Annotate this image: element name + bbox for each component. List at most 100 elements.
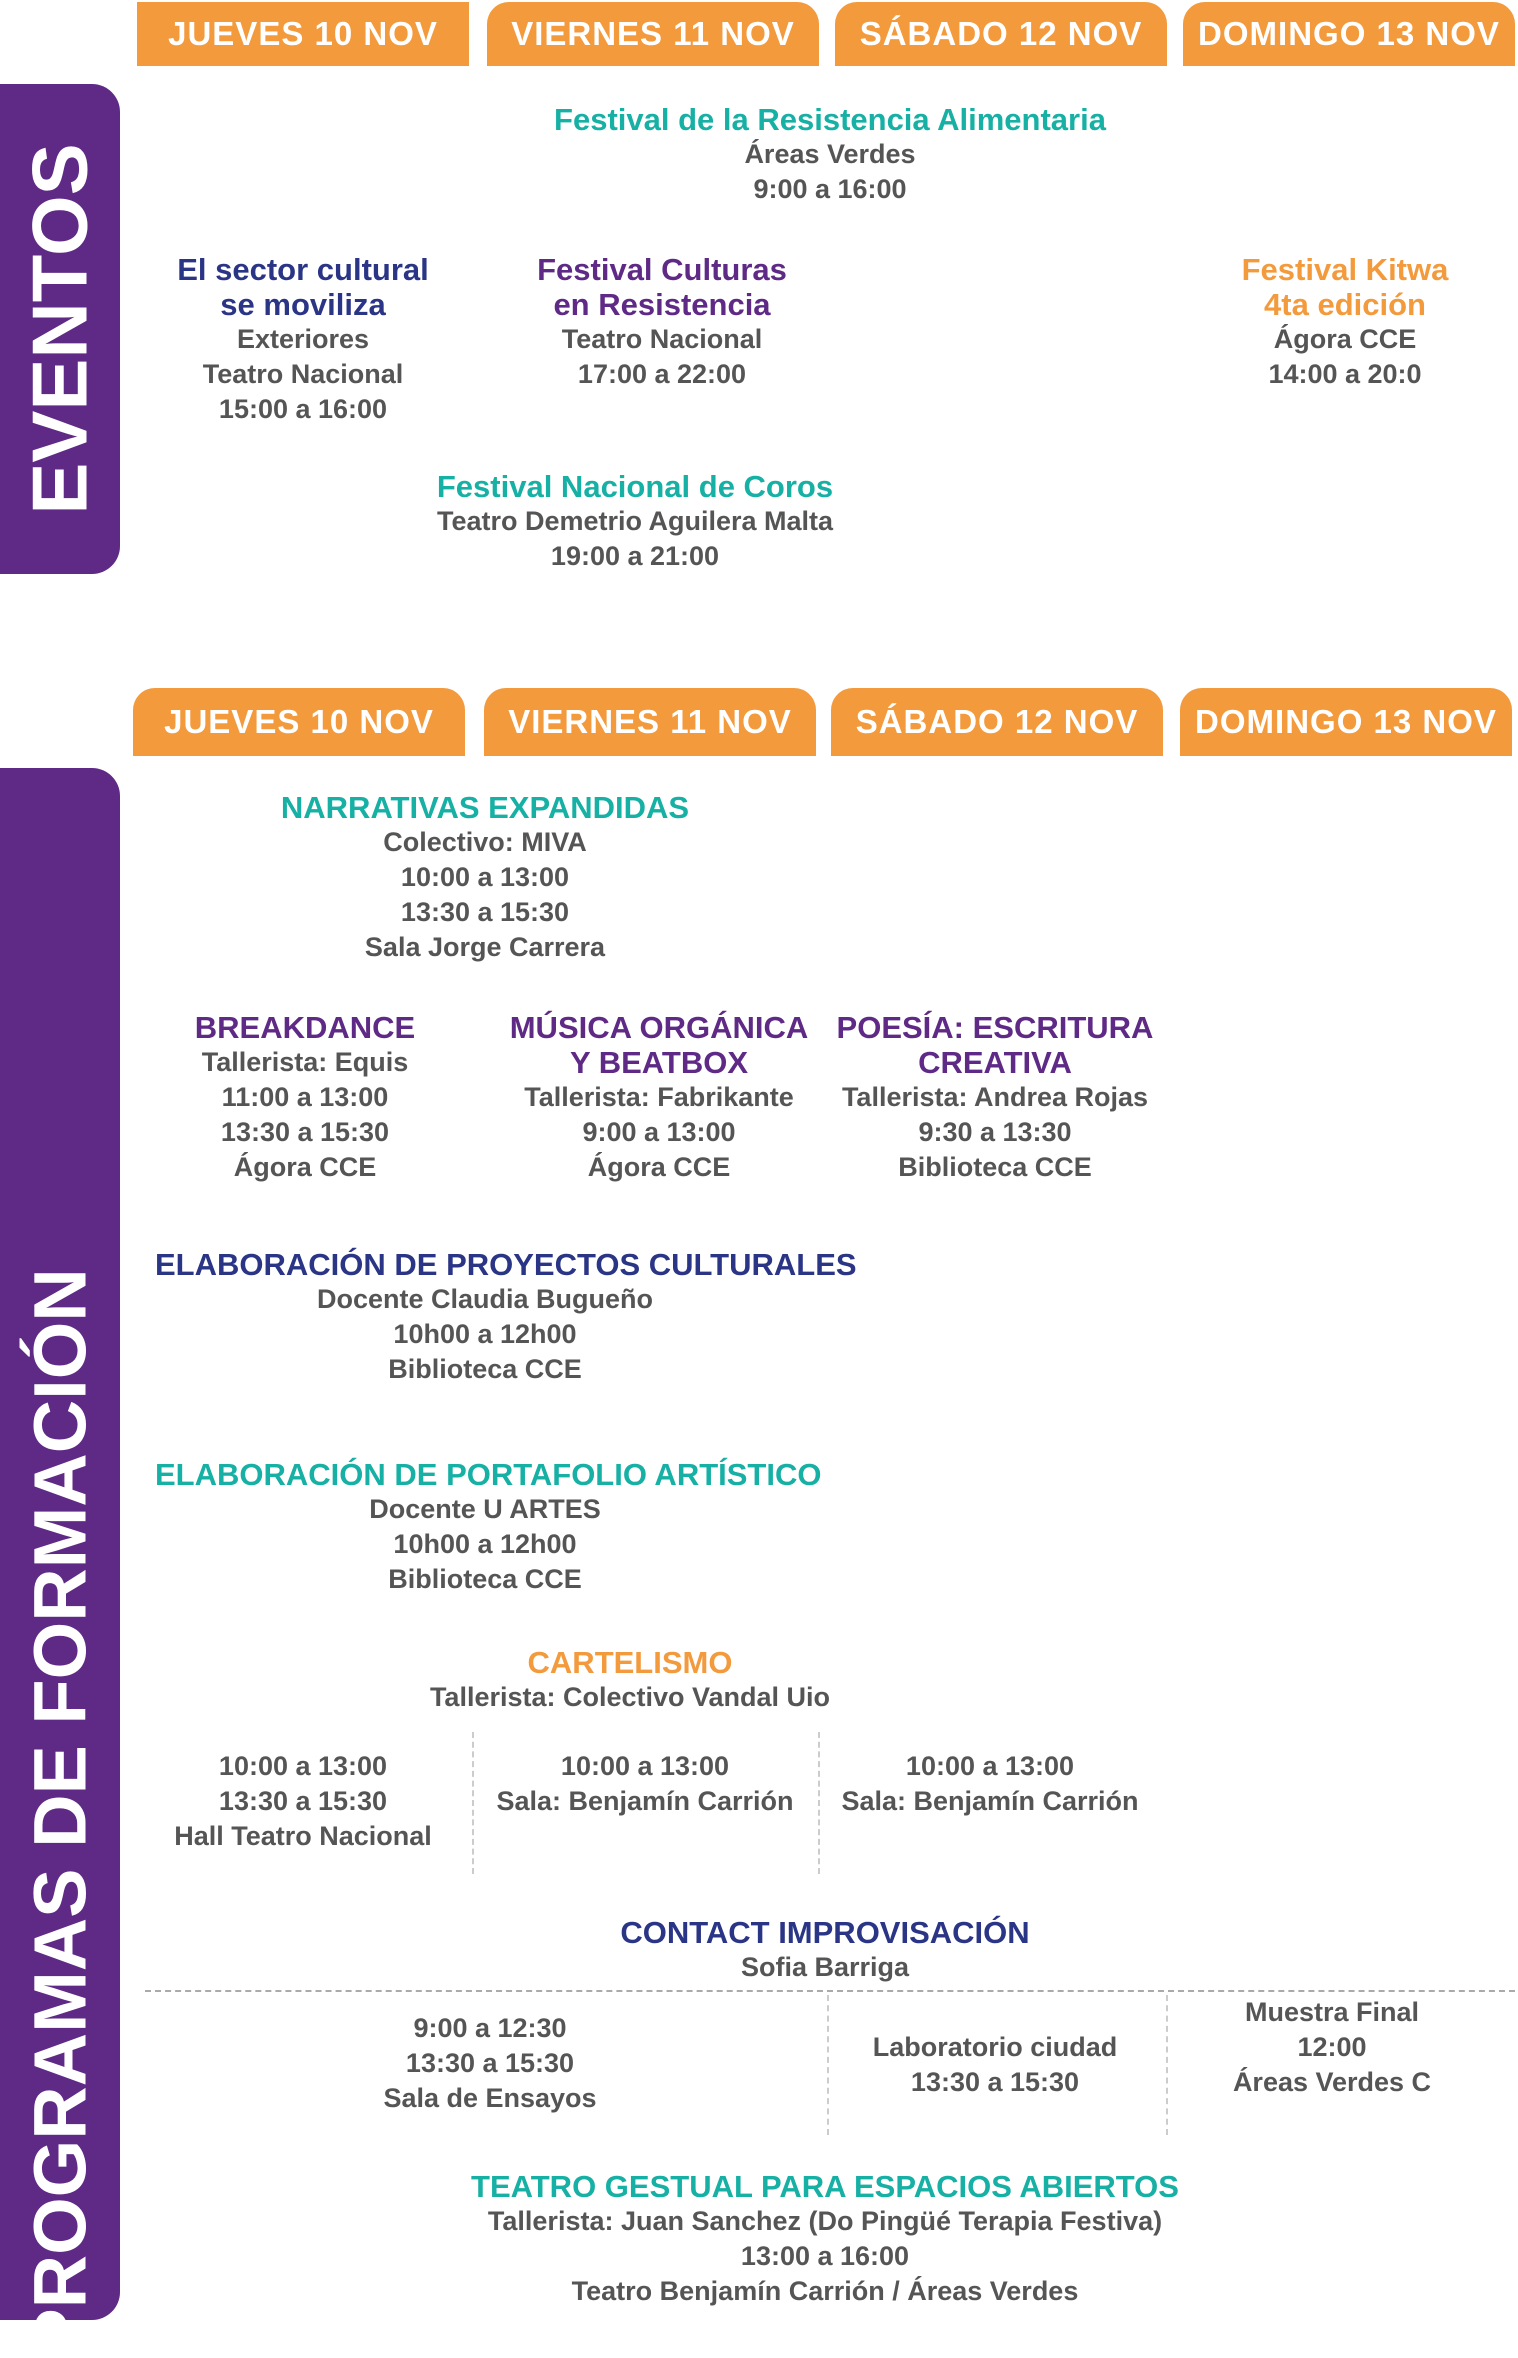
workshop-detail: Tallerista: Colectivo Vandal Uio <box>429 1682 831 1712</box>
workshop-detail: Colectivo: MIVA <box>383 827 587 857</box>
session-detail: Hall Teatro Nacional <box>174 1821 432 1851</box>
event-resistencia-alimentaria: Festival de la Resistencia Alimentaria Á… <box>530 102 1130 207</box>
workshop-proyectos-culturales: ELABORACIÓN DE PROYECTOS CULTURALES Doce… <box>155 1247 857 1387</box>
section-title-eventos: EVENTOS <box>15 143 104 515</box>
event-title-line2: en Resistencia <box>553 287 771 322</box>
event-detail: Teatro Nacional <box>561 324 763 354</box>
workshop-detail: Sofia Barriga <box>740 1952 910 1982</box>
workshop-cartelismo: CARTELISMO Tallerista: Colectivo Vandal … <box>380 1645 880 1715</box>
workshop-title: ELABORACIÓN DE PORTAFOLIO ARTÍSTICO <box>155 1457 822 1492</box>
event-sector-cultural: El sector cultural se moviliza Exteriore… <box>153 252 453 427</box>
session-detail: 13:30 a 15:30 <box>910 2067 1080 2097</box>
cartelismo-viernes: 10:00 a 13:00 Sala: Benjamín Carrión <box>490 1749 800 1819</box>
session-detail: 9:00 a 12:30 <box>413 2013 567 2043</box>
workshop-detail: 9:00 a 13:00 <box>582 1117 736 1147</box>
event-title-line2: se moviliza <box>220 287 386 322</box>
workshop-title: BREAKDANCE <box>194 1010 416 1045</box>
workshop-detail: Ágora CCE <box>587 1152 731 1182</box>
event-title: Festival Kitwa <box>1241 252 1449 287</box>
workshop-detail: 9:30 a 13:30 <box>918 1117 1072 1147</box>
event-title: Festival de la Resistencia Alimentaria <box>554 102 1106 137</box>
day-tab-jueves-2: JUEVES 10 NOV <box>133 688 465 756</box>
session-detail: Áreas Verdes C <box>1232 2067 1432 2097</box>
day-tab-jueves: JUEVES 10 NOV <box>137 2 469 66</box>
event-detail: Ágora CCE <box>1273 324 1417 354</box>
event-detail: 17:00 a 22:00 <box>577 359 747 389</box>
event-detail: 15:00 a 16:00 <box>218 394 388 424</box>
workshop-detail: Biblioteca CCE <box>388 1564 582 1594</box>
contact-session-3: Muestra Final 12:00 Áreas Verdes C <box>1182 1995 1482 2100</box>
workshop-detail: Biblioteca CCE <box>898 1152 1092 1182</box>
workshop-detail: 10h00 a 12h00 <box>393 1529 577 1559</box>
event-detail: Exteriores <box>236 324 370 354</box>
contact-session-1: 9:00 a 12:30 13:30 a 15:30 Sala de Ensay… <box>340 2011 640 2116</box>
workshop-detail: 10h00 a 12h00 <box>393 1319 577 1349</box>
workshop-title: NARRATIVAS EXPANDIDAS <box>280 790 690 825</box>
event-detail: 9:00 a 16:00 <box>753 174 907 204</box>
section-label-eventos: EVENTOS <box>0 84 120 574</box>
column-divider <box>827 1995 829 2135</box>
column-divider <box>1166 1995 1168 2135</box>
cartelismo-jueves: 10:00 a 13:00 13:30 a 15:30 Hall Teatro … <box>153 1749 453 1854</box>
event-kitwa: Festival Kitwa 4ta edición Ágora CCE 14:… <box>1195 252 1495 392</box>
event-detail: 14:00 a 20:0 <box>1268 359 1422 389</box>
session-detail: 10:00 a 13:00 <box>560 1751 730 1781</box>
workshop-detail: Tallerista: Andrea Rojas <box>841 1082 1149 1112</box>
session-detail: 13:30 a 15:30 <box>218 1786 388 1816</box>
workshop-musica-organica: MÚSICA ORGÁNICA Y BEATBOX Tallerista: Fa… <box>499 1010 819 1185</box>
workshop-title: CONTACT IMPROVISACIÓN <box>620 1915 1030 1950</box>
day-tab-viernes-2: VIERNES 11 NOV <box>484 688 816 756</box>
workshop-portafolio: ELABORACIÓN DE PORTAFOLIO ARTÍSTICO Doce… <box>155 1457 822 1597</box>
session-detail: Sala de Ensayos <box>383 2083 597 2113</box>
day-tab-domingo-2: DOMINGO 13 NOV <box>1180 688 1512 756</box>
event-detail: 19:00 a 21:00 <box>550 541 720 571</box>
workshop-title-line2: CREATIVA <box>918 1045 1072 1080</box>
workshop-detail: Teatro Benjamín Carrión / Áreas Verdes <box>571 2276 1079 2306</box>
workshop-title: POESÍA: ESCRITURA <box>836 1010 1154 1045</box>
workshop-detail: 13:30 a 15:30 <box>220 1117 390 1147</box>
workshop-detail: Docente U ARTES <box>369 1494 601 1524</box>
session-detail: 10:00 a 13:00 <box>905 1751 1075 1781</box>
workshop-title: CARTELISMO <box>527 1645 733 1680</box>
workshop-title: ELABORACIÓN DE PROYECTOS CULTURALES <box>155 1247 857 1282</box>
workshop-detail: Docente Claudia Bugueño <box>316 1284 654 1314</box>
column-divider <box>472 1732 474 1874</box>
session-detail: Laboratorio ciudad <box>872 2032 1118 2062</box>
session-detail: Sala: Benjamín Carrión <box>496 1786 794 1816</box>
contact-session-2: Laboratorio ciudad 13:30 a 15:30 <box>845 2030 1145 2100</box>
section-label-formacion: PROGRAMAS DE FORMACIÓN <box>0 768 120 2358</box>
session-detail: Sala: Benjamín Carrión <box>841 1786 1139 1816</box>
workshop-breakdance: BREAKDANCE Tallerista: Equis 11:00 a 13:… <box>155 1010 455 1185</box>
workshop-narrativas: NARRATIVAS EXPANDIDAS Colectivo: MIVA 10… <box>235 790 735 965</box>
workshop-detail: Tallerista: Juan Sanchez (Do Pingüé Tera… <box>487 2206 1163 2236</box>
session-detail: 10:00 a 13:00 <box>218 1751 388 1781</box>
event-title: Festival Culturas <box>537 252 787 287</box>
event-detail: Teatro Demetrio Aguilera Malta <box>436 506 834 536</box>
section-title-formacion: PROGRAMAS DE FORMACIÓN <box>18 1268 102 2358</box>
workshop-poesia: POESÍA: ESCRITURA CREATIVA Tallerista: A… <box>835 1010 1155 1185</box>
workshop-teatro-gestual: TEATRO GESTUAL PARA ESPACIOS ABIERTOS Ta… <box>445 2169 1205 2309</box>
workshop-detail: 13:00 a 16:00 <box>740 2241 910 2271</box>
day-tab-viernes: VIERNES 11 NOV <box>487 2 819 66</box>
session-detail: Muestra Final <box>1244 1997 1420 2027</box>
workshop-detail: 10:00 a 13:00 <box>400 862 570 892</box>
workshop-detail: Tallerista: Fabrikante <box>524 1082 794 1112</box>
event-nacional-coros: Festival Nacional de Coros Teatro Demetr… <box>385 469 885 574</box>
event-title: Festival Nacional de Coros <box>436 469 834 504</box>
workshop-title: MÚSICA ORGÁNICA <box>509 1010 809 1045</box>
workshop-detail: 11:00 a 13:00 <box>221 1082 389 1112</box>
day-tab-sabado-2: SÁBADO 12 NOV <box>831 688 1163 756</box>
column-divider <box>818 1732 820 1874</box>
workshop-detail: Tallerista: Equis <box>201 1047 409 1077</box>
session-detail: 13:30 a 15:30 <box>405 2048 575 2078</box>
workshop-title-line2: Y BEATBOX <box>570 1045 748 1080</box>
workshop-contact-improvisacion: CONTACT IMPROVISACIÓN Sofia Barriga <box>570 1915 1080 1985</box>
event-title: El sector cultural <box>177 252 429 287</box>
session-detail: 12:00 <box>1297 2032 1367 2062</box>
event-title-line2: 4ta edición <box>1264 287 1426 322</box>
workshop-title: TEATRO GESTUAL PARA ESPACIOS ABIERTOS <box>471 2169 1179 2204</box>
workshop-detail: Sala Jorge Carrera <box>364 932 606 962</box>
event-culturas-resistencia: Festival Culturas en Resistencia Teatro … <box>512 252 812 392</box>
day-tab-sabado: SÁBADO 12 NOV <box>835 2 1167 66</box>
workshop-detail: 13:30 a 15:30 <box>400 897 570 927</box>
